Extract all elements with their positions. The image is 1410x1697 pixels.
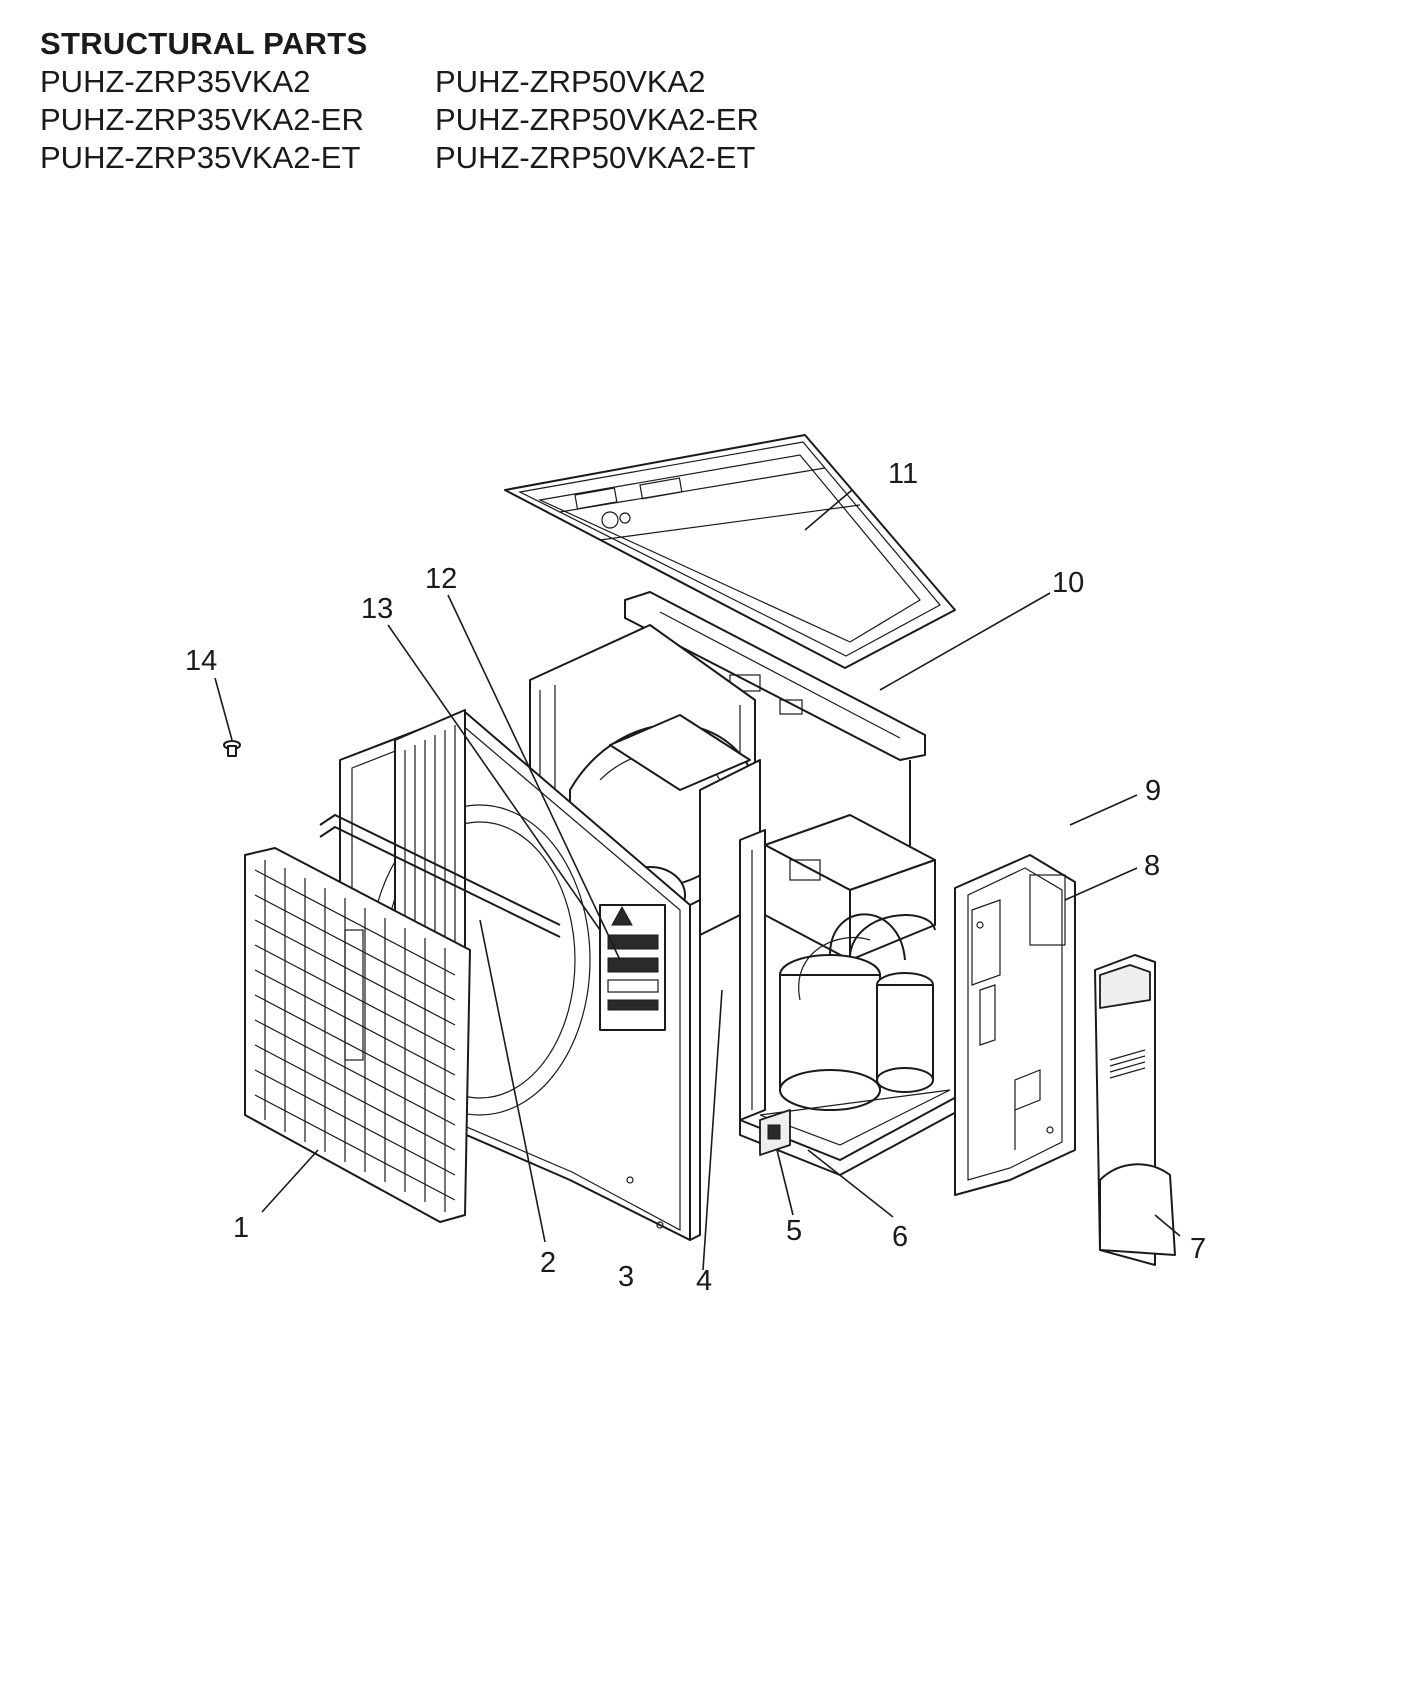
handle-bar	[319, 814, 561, 938]
callout-labels: 1 2 3 4 5 6 7 8 9 10 11 12 13 14	[185, 458, 1206, 1297]
callout-label: 9	[1145, 775, 1161, 807]
callout-label: 2	[540, 1247, 556, 1279]
control-box	[764, 814, 936, 961]
screw	[223, 740, 241, 757]
callout-label: 6	[892, 1221, 908, 1253]
callout-label: 14	[185, 645, 217, 677]
callout-label: 4	[696, 1265, 712, 1297]
top-panel	[504, 434, 956, 669]
callout-label: 13	[361, 593, 393, 625]
callout-label: 8	[1144, 850, 1160, 882]
separator-plate	[739, 829, 766, 1121]
callout-label: 5	[786, 1215, 802, 1247]
side-panel	[954, 854, 1076, 1196]
callout-label: 12	[425, 563, 457, 595]
callout-label: 7	[1190, 1233, 1206, 1265]
model-number: PUHZ-ZRP35VKA2-ET	[40, 140, 361, 175]
callout-label: 3	[618, 1261, 634, 1293]
model-number: PUHZ-ZRP35VKA2	[40, 64, 311, 99]
callout-label: 11	[888, 458, 918, 490]
model-number: PUHZ-ZRP50VKA2-ET	[435, 140, 756, 175]
callout-label: 1	[233, 1212, 249, 1244]
leader-lines	[214, 489, 1181, 1271]
service-panel	[1094, 954, 1176, 1266]
model-list: PUHZ-ZRP35VKA2 PUHZ-ZRP50VKA2 PUHZ-ZRP35…	[40, 64, 765, 176]
document-header: STRUCTURAL PARTS PUHZ-ZRP35VKA2 PUHZ-ZRP…	[40, 26, 765, 176]
valve-bracket	[759, 1109, 791, 1156]
page-title: STRUCTURAL PARTS	[40, 26, 368, 61]
front-grille	[244, 847, 471, 1223]
callout-label: 10	[1052, 567, 1084, 599]
model-number: PUHZ-ZRP50VKA2	[435, 64, 706, 99]
compressor	[779, 913, 936, 1111]
model-number: PUHZ-ZRP35VKA2-ER	[40, 102, 364, 137]
model-number: PUHZ-ZRP50VKA2-ER	[435, 102, 759, 137]
